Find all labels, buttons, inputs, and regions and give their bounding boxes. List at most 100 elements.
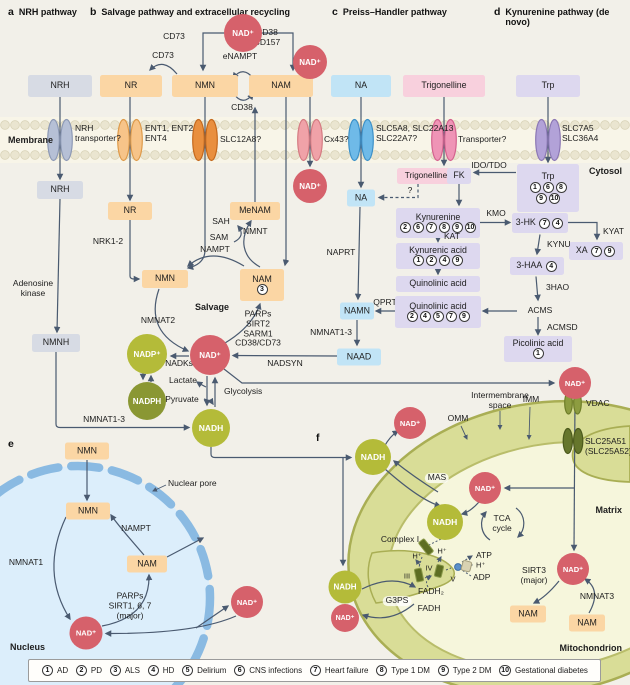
menam-label: MeNAM	[239, 205, 271, 216]
nucleus-label: Nucleus	[10, 641, 46, 652]
nam-mito-label-1: NAM	[518, 608, 538, 619]
disease-num: 9	[604, 245, 616, 257]
nmn-cyt-box: NMN	[142, 270, 188, 288]
complex-iv-label: IV	[425, 563, 433, 573]
disease-num: 2	[399, 222, 411, 234]
kynurenic-acid-label: Kynurenic acid	[409, 244, 467, 255]
disease-num: 4	[439, 255, 450, 267]
nucleus-shape	[0, 461, 215, 685]
slc25a51-shape	[562, 427, 584, 455]
disease-num: 4	[545, 260, 557, 272]
disease-num: 8	[438, 222, 450, 234]
na-cyt-box: NA	[347, 189, 375, 207]
panel-a-letter: a	[8, 6, 14, 18]
disease-num: 7	[591, 245, 603, 257]
haa3-label: 3-HAA	[516, 260, 543, 271]
disease-num: 5	[432, 311, 444, 323]
acms-label: ACMS	[527, 305, 553, 316]
legend-label: Delirium	[197, 666, 227, 675]
nad-circle-g3ps: NAD⁺	[331, 604, 359, 632]
matrix-label: Matrix	[595, 504, 622, 515]
disease-num: 10	[464, 222, 477, 234]
nad-circle-hub: NAD⁺	[190, 335, 230, 375]
na-transporter-shape	[348, 118, 374, 162]
nuclear-nampt-arc	[110, 513, 145, 556]
h-plus-label-3: H⁺	[476, 560, 486, 570]
g3ps-arc-2	[361, 603, 415, 620]
nrh-transporter-shape	[47, 118, 73, 162]
kyat-label: KYAT	[603, 226, 624, 237]
nad-circle-extracellular-b: NAD⁺	[224, 14, 262, 52]
nad-circle-cytosol-c: NAD⁺	[293, 169, 327, 203]
nad-circle-sirt3: NAD⁺	[557, 553, 589, 585]
kmo-label: KMO	[486, 208, 506, 219]
fk-box: FK	[447, 168, 471, 184]
menam-box: MeNAM	[230, 202, 280, 220]
sam-label: SAM	[209, 232, 229, 243]
trigonelline-question-arrow	[377, 184, 419, 201]
panel-d-text: Kynurenine pathway (de novo)	[505, 7, 610, 27]
membrane-label: Membrane	[8, 134, 54, 145]
nmn-ext-box: NMN	[172, 75, 238, 97]
nr-cyt-box: NR	[108, 202, 152, 220]
disease-num: 5	[182, 665, 194, 676]
slc12a8-label: SLC12A8?	[220, 134, 262, 145]
unknown-enzyme-label: ?	[407, 185, 413, 196]
disease-num: 1	[532, 348, 544, 360]
nampt-label: NAMPT	[200, 244, 230, 255]
g3ps-label: G3PS	[382, 595, 412, 606]
mitochondrion-label: Mitochondrion	[559, 642, 623, 653]
nad-circle-extracellular-c: NAD⁺	[293, 45, 327, 79]
disease-num: 7	[445, 311, 457, 323]
nmn-nucleus-outer-label: NMN	[76, 445, 98, 456]
nmnat13-nrh-arrow	[55, 352, 191, 431]
nampt-nucleus-label: NAMPT	[121, 523, 151, 534]
picolinic-acid-box: Picolinic acid 1	[504, 336, 572, 362]
kynu-arrow	[534, 234, 542, 256]
disease-num: 6	[542, 181, 554, 193]
nadp-circle: NADP⁺	[127, 334, 167, 374]
panel-f-letter: f	[316, 432, 320, 444]
panel-b-text: Salvage pathway and extracellular recycl…	[101, 7, 291, 17]
trigonelline-transporter-shape	[431, 118, 457, 162]
legend-label: Type 2 DM	[452, 666, 492, 675]
na-ext-box: NA	[331, 75, 391, 97]
cx43-transporter-shape	[297, 118, 323, 162]
disease-num: 9	[458, 311, 470, 323]
nmnat13-ph-label: NMNAT1-3	[310, 327, 352, 338]
disease-num: 2	[406, 311, 418, 323]
kat-label: KAT	[444, 231, 460, 242]
fadh-label: FADH	[417, 603, 441, 614]
disease-num: 9	[451, 222, 463, 234]
adp-label: ADP	[473, 572, 491, 583]
sirt3-arc	[532, 580, 560, 604]
trigonelline-ext-label: Trigonelline	[421, 80, 467, 91]
disease-num: 10	[499, 665, 511, 676]
h-plus-label-1: H⁺	[412, 551, 422, 561]
nrh-cyt-box: NRH	[37, 181, 83, 199]
nrh-ext-box: NRH	[28, 75, 92, 97]
omm-label: OMM	[447, 413, 469, 424]
nmn-nucleus-box: NMN	[66, 502, 110, 520]
nmnat1-label: NMNAT1	[8, 557, 44, 568]
legend-label: ALS	[124, 666, 140, 675]
nuclear-parps-arc	[101, 573, 153, 627]
mitochondrion-shape	[347, 399, 630, 685]
legend-label: AD	[57, 666, 69, 675]
fadh2-label: FADH₂	[418, 586, 444, 597]
cx43-label: Cx43?	[324, 134, 349, 145]
complex-i-label: Complex I	[380, 534, 420, 545]
